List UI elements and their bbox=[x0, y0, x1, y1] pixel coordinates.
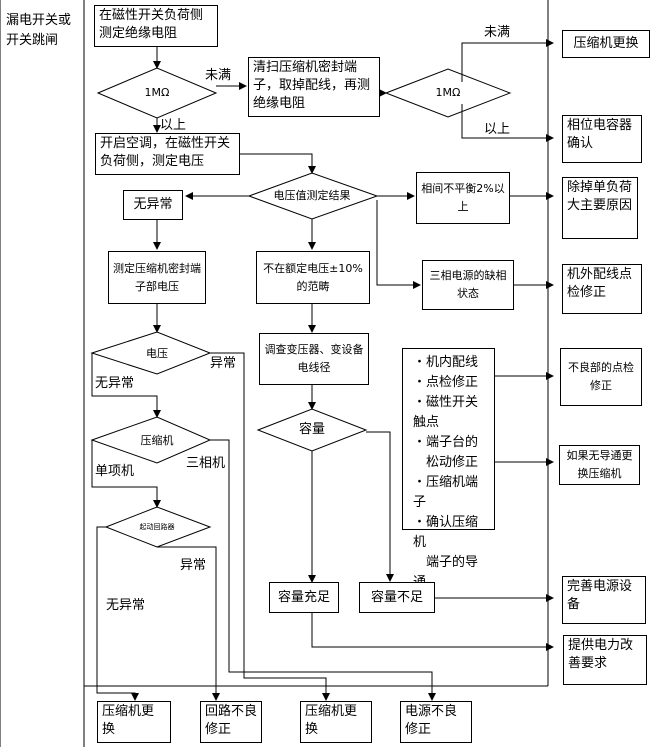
checklist-item: 松动修正 bbox=[413, 455, 479, 470]
node-checklist: ・机内配线 ・点检修正 ・磁性开关触点 ・端子台的 松动修正 ・压缩机端子 ・确… bbox=[402, 348, 495, 590]
diamond-voltage-label: 电压 bbox=[146, 347, 168, 360]
edge-label-three-phase: 三相机 bbox=[186, 456, 226, 471]
node-no-conduct-replace: 如果无导通更换压缩机 bbox=[559, 445, 640, 485]
node-capacitor-check: 相位电容器确认 bbox=[562, 115, 642, 163]
diamond-1mohm-2-label: 1MΩ bbox=[435, 86, 461, 99]
node-phase-loss: 三相电源的缺相状态 bbox=[422, 260, 514, 310]
node-bottom-compressor-replace-2: 压缩机更换 bbox=[300, 701, 372, 743]
node-measure-terminal: 测定压缩机密封端子部电压 bbox=[108, 251, 206, 304]
diamond-compressor-label: 压缩机 bbox=[140, 434, 174, 447]
diamond-capacity-label: 容量 bbox=[298, 422, 325, 437]
node-no-abnormal: 无异常 bbox=[123, 190, 183, 220]
checklist-item: ・点检修正 bbox=[413, 375, 479, 390]
edge-label-above-1: 以上 bbox=[160, 118, 187, 133]
checklist-item: ・机内配线 bbox=[413, 355, 479, 370]
node-clean-terminal: 清扫压缩机密封端子，取掉配线，再测绝缘电阻 bbox=[248, 57, 380, 117]
diamond-1mohm-1-label: 1MΩ bbox=[144, 86, 170, 99]
diamond-1mohm-1 bbox=[96, 67, 218, 119]
checklist-item: ・磁性开关触点 bbox=[413, 395, 479, 430]
node-start: 在磁性开关负荷侧测定绝缘电阻 bbox=[94, 5, 218, 47]
checklist-item: ・端子台的 bbox=[413, 435, 479, 450]
diamond-capacity bbox=[256, 408, 368, 452]
node-ac-on-measure: 开启空调，在磁性开关负荷侧，测定电压 bbox=[95, 133, 240, 175]
checklist-item: ・压缩机端子 bbox=[413, 475, 479, 510]
node-bad-part-fix: 不良部的点检修正 bbox=[560, 348, 642, 406]
node-improve-power: 完善电源设备 bbox=[562, 576, 646, 624]
node-compressor-replace-top: 压缩机更换 bbox=[562, 30, 650, 58]
node-capacity-ok: 容量充足 bbox=[269, 582, 339, 613]
node-check-transformer: 调查变压器、变设备电线径 bbox=[259, 333, 369, 385]
edge-label-single-phase: 单项机 bbox=[95, 464, 135, 479]
diamond-voltage-result-label: 电压值测定结果 bbox=[273, 189, 351, 202]
edge-label-above-2: 以上 bbox=[484, 122, 511, 137]
node-external-wiring: 机外配线点检修正 bbox=[562, 264, 642, 314]
edge-label-abnormal-2: 异常 bbox=[180, 558, 207, 573]
node-not-rated: 不在额定电压±10%的范畴 bbox=[256, 251, 370, 304]
edge-label-abnormal-1: 异常 bbox=[210, 356, 237, 371]
node-bottom-circuit-fix: 回路不良修正 bbox=[200, 701, 262, 743]
node-remove-load: 除掉单负荷大主要原因 bbox=[562, 177, 638, 239]
edge-label-unsat-2: 未满 bbox=[484, 25, 511, 40]
node-capacity-short: 容量不足 bbox=[359, 582, 435, 613]
left-label: 漏电开关或开关跳闸 bbox=[6, 13, 72, 48]
edge-label-unsat-1: 未满 bbox=[205, 68, 232, 83]
node-bottom-compressor-replace-1: 压缩机更换 bbox=[97, 701, 171, 743]
edge-label-no-abnormal-2: 无异常 bbox=[106, 598, 146, 613]
edge-label-no-abnormal-1: 无异常 bbox=[95, 376, 135, 391]
diamond-start-circuit-label: 起动回路器 bbox=[139, 523, 175, 531]
checklist-item: ・确认压缩机 bbox=[413, 515, 479, 550]
node-imbalance: 相间不平衡2%以上 bbox=[416, 172, 510, 224]
diamond-1mohm-2 bbox=[384, 68, 512, 118]
node-bottom-power-fix: 电源不良修正 bbox=[400, 701, 472, 743]
node-request-power: 提供电力改善要求 bbox=[563, 635, 647, 685]
diamond-start-circuit bbox=[104, 506, 212, 548]
